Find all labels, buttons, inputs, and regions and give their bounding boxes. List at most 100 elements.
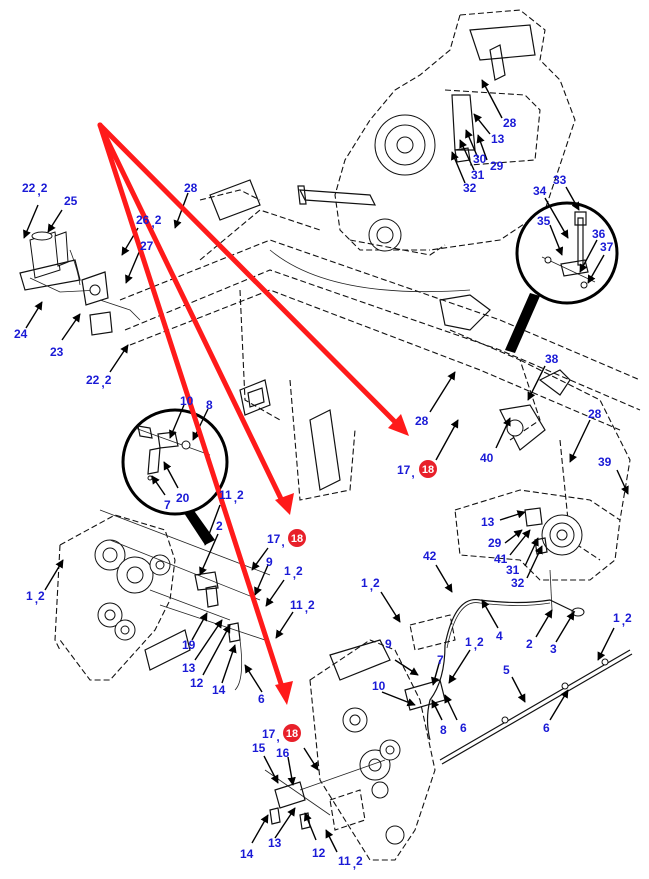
callout-30: 30: [473, 152, 487, 166]
callout-29b: 29: [488, 536, 502, 550]
callout-39: 39: [598, 455, 612, 469]
callout-31: 31: [471, 168, 485, 182]
leader-32b: [526, 545, 543, 579]
callout-labels: 22,2 25 28 26,2 27 24 23 22,2 28 13 30 2…: [14, 116, 632, 871]
leader-8: [192, 408, 209, 441]
callout-13: 13: [491, 132, 505, 146]
left-gearbox: [54, 509, 271, 691]
leader-28b: [481, 79, 503, 119]
leader-3: [555, 611, 575, 643]
leader-17: [251, 547, 269, 571]
leader-31b: [524, 537, 539, 567]
callout-1-2: 1,2: [284, 564, 303, 581]
leader-7: [151, 475, 166, 496]
leader-1-2e: [448, 649, 471, 684]
callout-25: 25: [64, 194, 78, 208]
leader-1-2b: [44, 559, 64, 591]
callout-24: 24: [14, 327, 28, 341]
callout-22-2b: 22,2: [86, 373, 112, 390]
leader-8b: [431, 699, 443, 721]
callout-32: 32: [463, 181, 477, 195]
callout-29: 29: [490, 159, 504, 173]
hose-assembly: [409, 598, 576, 741]
leader-6c: [549, 689, 569, 721]
leader-2b: [535, 609, 553, 638]
callout-1-2e: 1,2: [465, 635, 484, 652]
callout-40: 40: [480, 451, 494, 465]
callout-4: 4: [496, 629, 503, 643]
bottom-gearbox: [264, 639, 446, 861]
highlight-arrows: [97, 122, 409, 705]
callout-1-2c: 1,2: [361, 576, 380, 593]
leader-arrows: [23, 79, 629, 853]
callout-17c: 17,: [262, 727, 280, 744]
callout-37: 37: [600, 240, 614, 254]
callout-42: 42: [423, 549, 437, 563]
callout-6c: 6: [543, 721, 550, 735]
highlight-arrowhead-3: [275, 681, 293, 705]
leader-28c: [429, 371, 456, 413]
highlight-arrowhead-2: [275, 493, 294, 515]
svg-text:18: 18: [291, 533, 303, 545]
leader-9b: [394, 659, 419, 676]
leader-14: [221, 644, 237, 684]
callout-41: 41: [494, 552, 508, 566]
badge-18-bottom[interactable]: 18: [283, 724, 301, 742]
callout-31b: 31: [506, 563, 520, 577]
leader-22-2: [23, 204, 39, 239]
callout-11-2: 11,2: [219, 488, 244, 505]
callout-1-2b: 1,2: [26, 589, 45, 606]
highlight-badges: 18 18 18: [283, 460, 437, 742]
callout-28: 28: [184, 181, 198, 195]
leader-17c: [303, 747, 319, 771]
callout-11-2b: 11,2: [290, 598, 315, 615]
badge-18-middle[interactable]: 18: [288, 529, 306, 547]
callout-16: 16: [276, 746, 290, 760]
reservoir-assembly: [19, 231, 141, 336]
svg-text:18: 18: [422, 464, 434, 476]
leader-19: [191, 612, 208, 641]
callout-12b: 12: [312, 846, 326, 860]
callout-9: 9: [266, 555, 273, 569]
leader-33: [565, 186, 580, 211]
callout-2b: 2: [526, 637, 533, 651]
leader-42: [435, 564, 453, 593]
callout-7: 7: [164, 498, 171, 512]
leader-10b: [381, 691, 416, 707]
leader-25: [47, 209, 63, 233]
leader-40: [495, 417, 511, 449]
callout-9b: 9: [385, 637, 392, 651]
callout-6: 6: [258, 692, 265, 706]
badge-18-right[interactable]: 18: [419, 460, 437, 478]
leader-41: [509, 529, 531, 556]
leader-7b: [430, 659, 441, 686]
callout-11-2c: 11,2: [338, 854, 363, 871]
leader-6: [244, 664, 263, 693]
leader-29: [476, 134, 488, 161]
leader-38: [527, 365, 546, 401]
callout-17b: 17,: [267, 532, 285, 549]
callout-26-2: 26,2: [136, 213, 162, 230]
callout-10b: 10: [372, 679, 386, 693]
leader-4: [481, 599, 499, 629]
callout-13b: 13: [182, 661, 196, 675]
leader-5: [511, 676, 526, 703]
callout-27: 27: [140, 239, 154, 253]
callout-32b: 32: [511, 576, 525, 590]
callout-14: 14: [212, 683, 226, 697]
callout-1-2d: 1,2: [613, 611, 632, 628]
rod-assembly: [439, 649, 633, 765]
leader-11-2c: [325, 829, 338, 853]
leader-11-2b: [275, 611, 294, 639]
highlight-arrow-3: [97, 122, 286, 693]
leader-37: [587, 254, 605, 284]
callout-12: 12: [190, 676, 204, 690]
callout-6b: 6: [460, 721, 467, 735]
leader-1-2c: [380, 591, 401, 623]
callout-28d: 28: [588, 407, 602, 421]
callout-33: 33: [553, 173, 567, 187]
leader-24: [25, 301, 43, 329]
callout-19: 19: [182, 638, 196, 652]
callout-13d: 13: [268, 836, 282, 850]
callout-3: 3: [550, 642, 557, 656]
